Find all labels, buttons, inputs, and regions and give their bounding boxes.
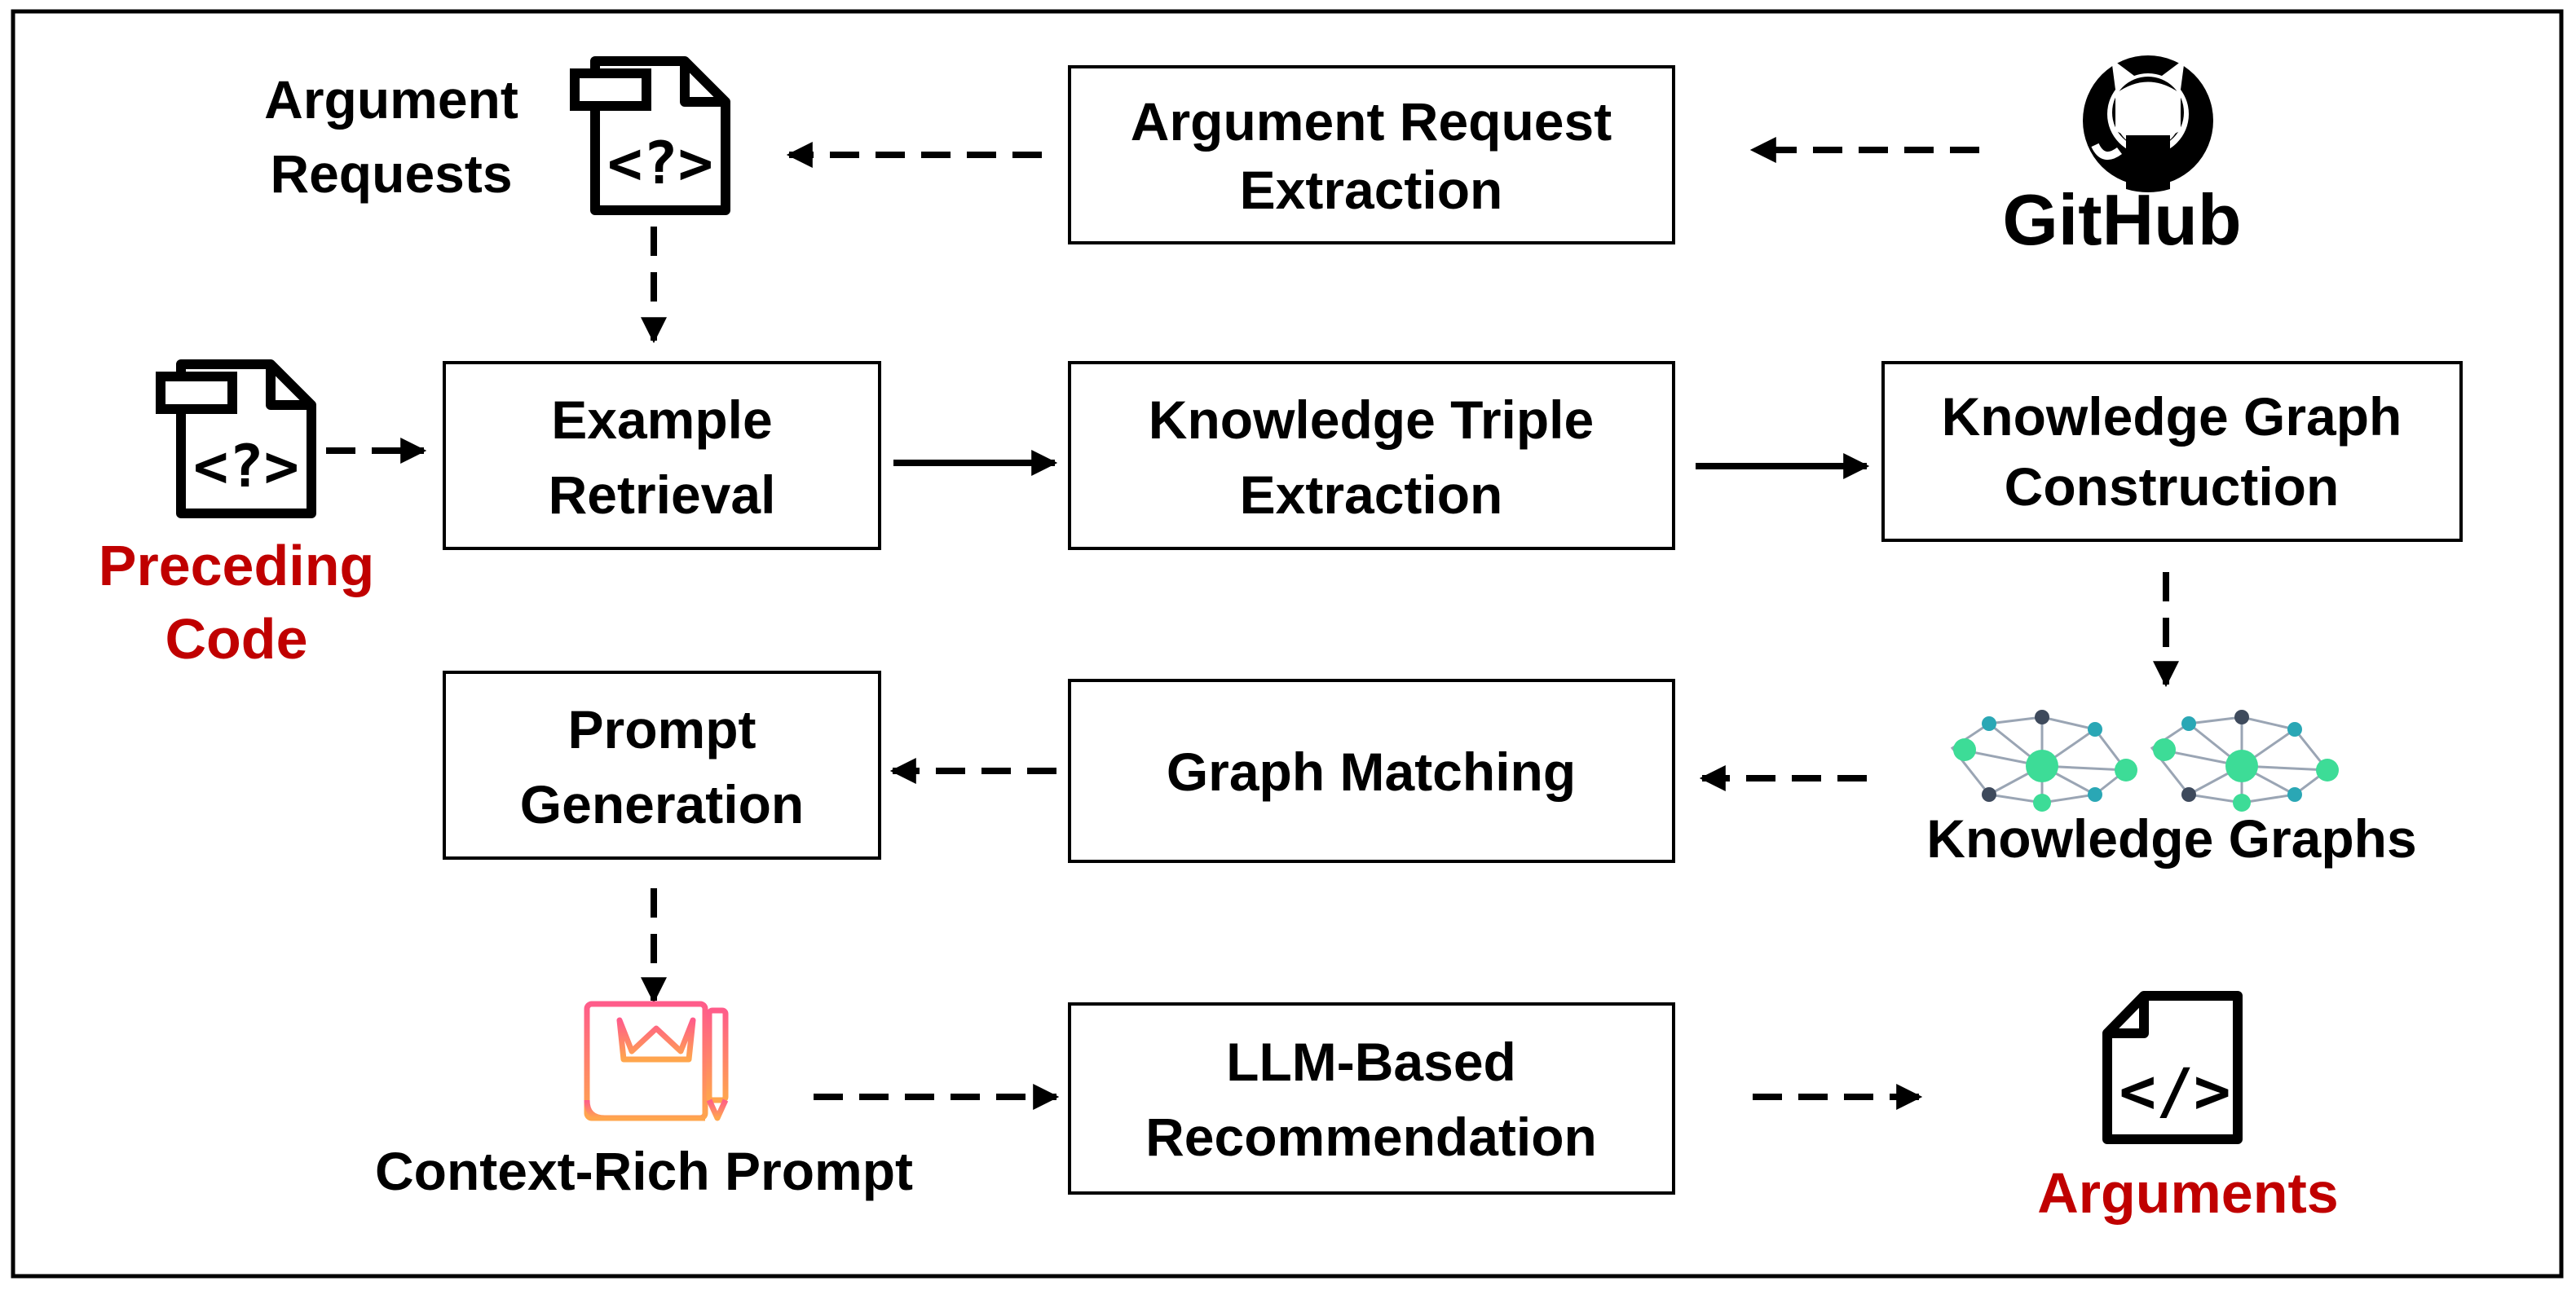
preceding-code-label-line2: Code [165,607,308,671]
box-label-line1: Example [551,390,772,450]
box-label-line1: LLM-Based [1226,1032,1516,1092]
arguments-label: Arguments [2037,1161,2338,1225]
box-prompt-generation: Prompt Generation [443,671,881,860]
code-question-document-icon: <?> [156,359,316,518]
argument-requests-label-line1: Argument [264,69,518,130]
box-label-line2: Extraction [1240,160,1503,220]
box-argument-request-extraction: Argument Request Extraction [1068,65,1675,244]
box-label-line1: Knowledge Triple [1149,390,1594,450]
box-label-line2: Generation [520,774,804,834]
github-wordmark: GitHub [2002,179,2241,260]
box-label-line2: Recommendation [1145,1107,1597,1167]
box-label-line1: Knowledge Graph [1942,386,2402,447]
box-label-line2: Extraction [1240,464,1503,525]
box-label: Graph Matching [1167,742,1576,802]
context-rich-prompt-label: Context-Rich Prompt [375,1141,913,1201]
code-document-icon: </> [2102,991,2243,1144]
knowledge-graphs-label: Knowledge Graphs [1926,808,2416,869]
box-label-line1: Argument Request [1131,91,1612,152]
svg-text:<?>: <?> [193,432,299,500]
box-example-retrieval: Example Retrieval [443,361,881,550]
box-label-line2: Construction [2005,456,2340,517]
box-label-line2: Retrieval [549,464,776,525]
scroll-crown-prompt-icon [584,1001,729,1121]
github-icon [2083,55,2213,192]
code-question-document-icon: <?> [570,56,730,215]
svg-text:<?>: <?> [607,129,713,197]
box-knowledge-graph-construction: Knowledge Graph Construction [1881,361,2463,542]
box-llm-based-recommendation: LLM-Based Recommendation [1068,1002,1675,1195]
box-label-line1: Prompt [568,699,756,759]
box-graph-matching: Graph Matching [1068,679,1675,863]
argument-requests-label-line2: Requests [270,143,512,204]
svg-text:</>: </> [2119,1054,2230,1127]
knowledge-graph-icon [1950,710,2339,812]
preceding-code-label-line1: Preceding [99,534,374,597]
outer-frame [11,9,2564,1279]
box-knowledge-triple-extraction: Knowledge Triple Extraction [1068,361,1675,550]
